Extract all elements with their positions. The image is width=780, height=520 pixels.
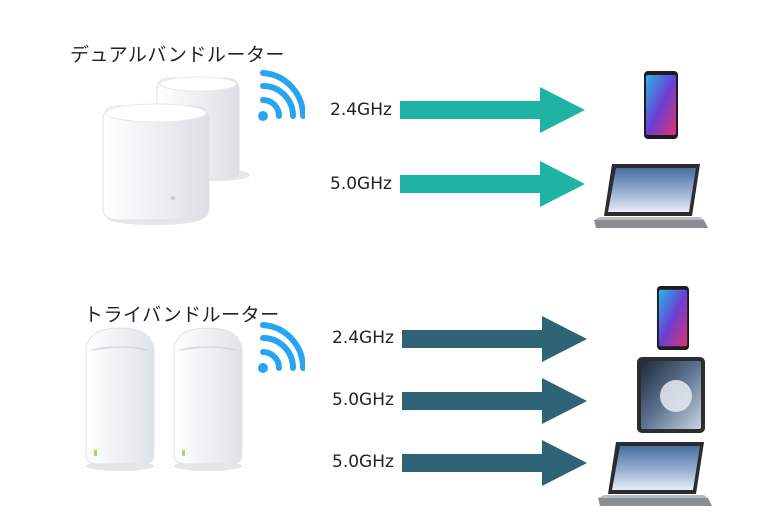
tri-arrow-3 — [402, 440, 587, 486]
tri-band-label-1: 2.4GHz — [332, 328, 394, 348]
tri-band-router-image — [85, 327, 243, 471]
wifi-icon — [258, 322, 305, 373]
tri-band-title: トライバンドルーター — [84, 304, 280, 326]
laptop-icon — [594, 164, 708, 228]
smartphone-icon — [656, 285, 690, 351]
dual-band-router-image — [102, 76, 250, 225]
dual-band-label-2: 5.0GHz — [330, 174, 392, 194]
laptop-icon — [598, 442, 712, 506]
tri-arrow-2 — [402, 378, 587, 424]
tri-band-label-3: 5.0GHz — [332, 452, 394, 472]
tri-band-label-2: 5.0GHz — [332, 390, 394, 410]
dual-band-title: デュアルバンドルーター — [70, 44, 285, 66]
dual-arrow-2 — [400, 161, 585, 207]
smartphone-icon — [644, 71, 678, 139]
dual-arrow-1 — [400, 87, 585, 133]
wifi-icon — [258, 70, 305, 121]
tri-arrow-1 — [402, 316, 587, 362]
dual-band-label-1: 2.4GHz — [330, 100, 392, 120]
tablet-icon — [637, 357, 705, 433]
